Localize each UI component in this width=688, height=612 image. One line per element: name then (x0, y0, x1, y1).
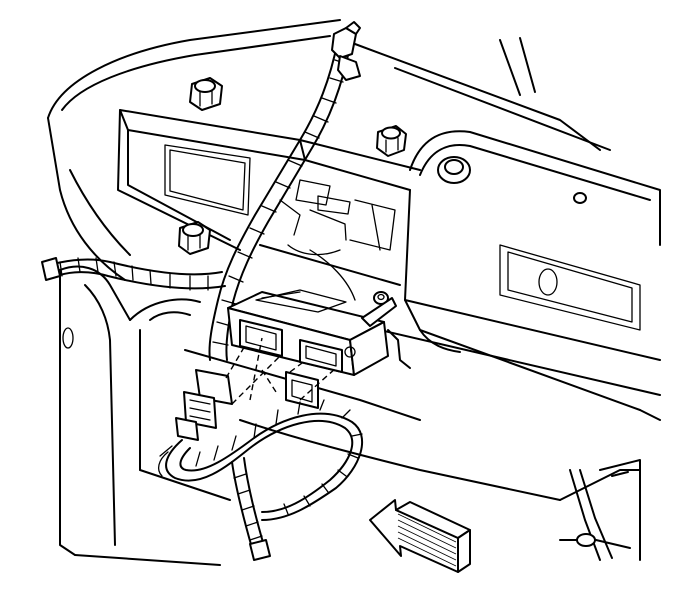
stud-top-left (189, 77, 223, 111)
harness-lower (157, 399, 363, 561)
direction-arrow-icon (369, 499, 471, 573)
bracket-lower-right (559, 459, 641, 561)
connector-plug-left (175, 369, 233, 441)
module-icon (227, 289, 411, 376)
stud-right-small (573, 192, 587, 204)
insert-guide-lines (225, 337, 337, 405)
stud-top-middle (376, 125, 407, 157)
stud-module-mount (373, 291, 389, 305)
stud-right-panel (437, 156, 471, 184)
body-panel (47, 19, 661, 566)
fastener-icon (178, 77, 587, 305)
connector-icon (331, 21, 361, 81)
harness-icon (41, 21, 361, 361)
connector-plug-right (285, 371, 319, 409)
stud-pocket (178, 221, 211, 255)
